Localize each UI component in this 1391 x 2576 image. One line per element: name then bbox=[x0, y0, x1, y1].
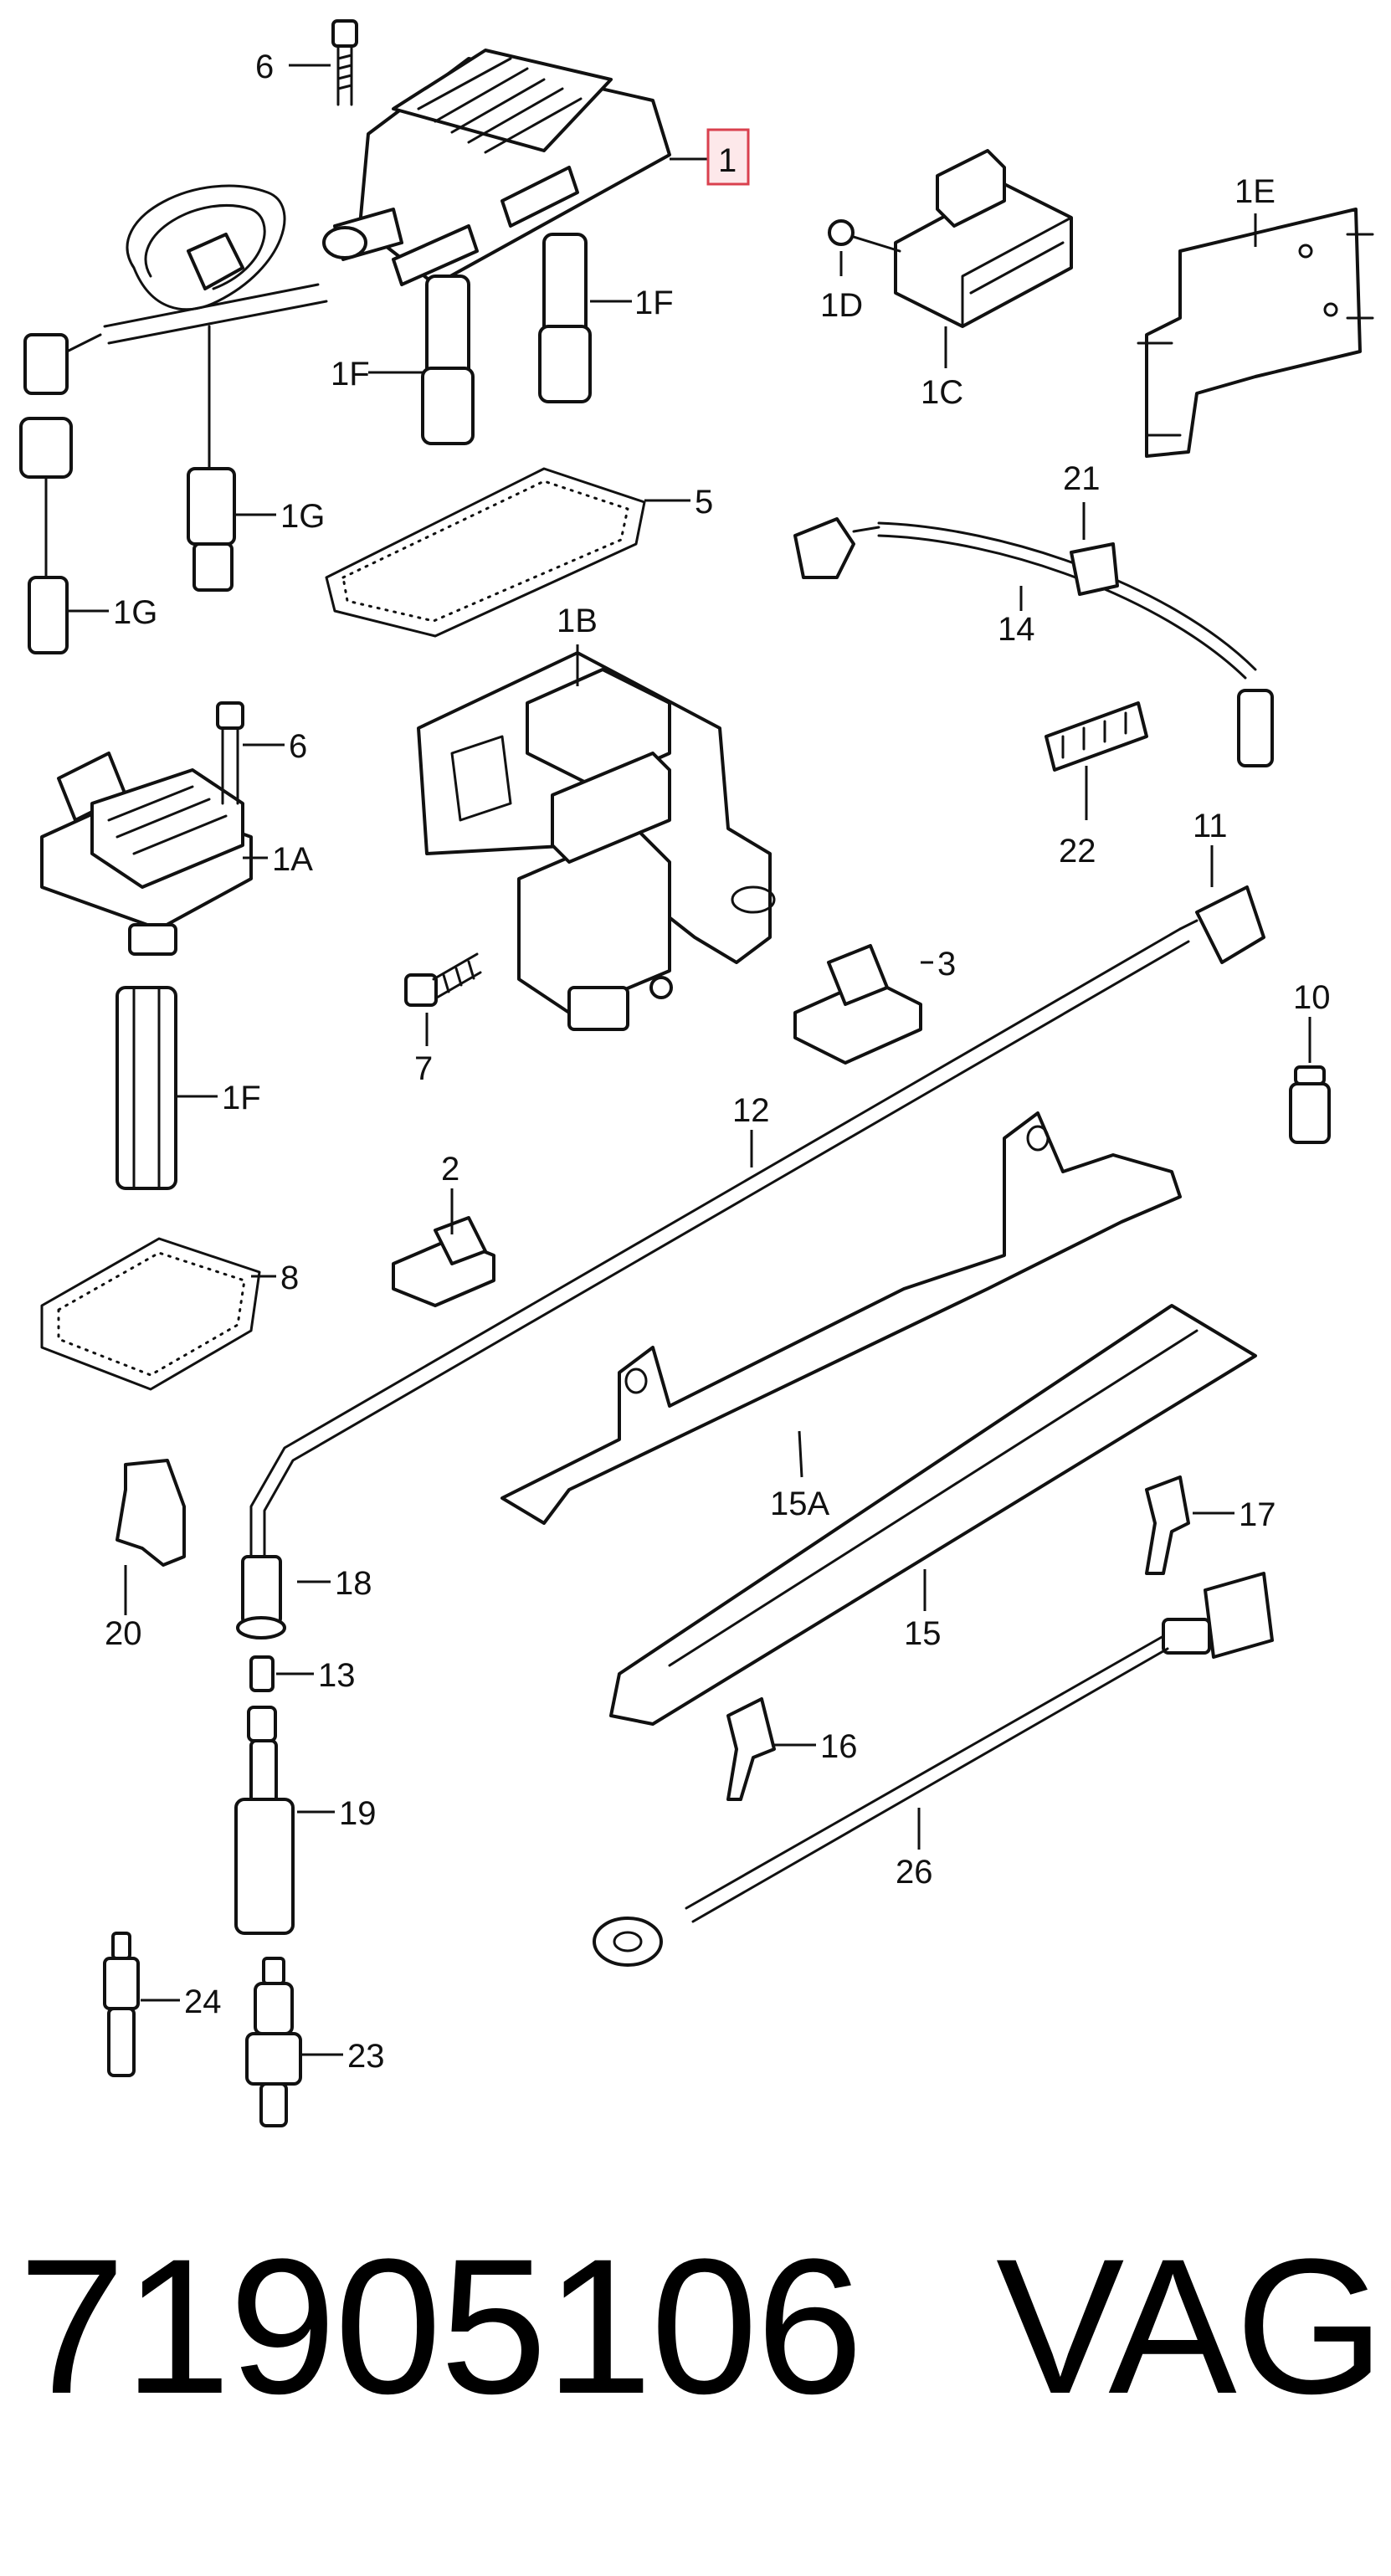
part-1e-bracket bbox=[1137, 208, 1374, 458]
part-3-clip bbox=[793, 944, 922, 1065]
callout-22: 22 bbox=[1059, 833, 1096, 870]
part-15-cover bbox=[609, 1304, 1257, 1726]
footer-caption: 71905106 VAG bbox=[0, 2218, 1391, 2469]
part-23-spark-plug bbox=[245, 1957, 302, 2127]
part-13-ring bbox=[249, 1655, 275, 1692]
callout-14: 14 bbox=[998, 611, 1035, 648]
callout-19: 19 bbox=[339, 1795, 377, 1832]
callout-labels: 6 1 1E 1D 1F 1C 1F 1G 5 21 1G 14 1B 6 22… bbox=[105, 49, 1331, 2075]
brand-name: VAG bbox=[996, 2219, 1385, 2434]
callout-11: 11 bbox=[1193, 808, 1228, 844]
callout-16: 16 bbox=[820, 1728, 858, 1765]
callout-15a: 15A bbox=[770, 1486, 829, 1522]
callout-3: 3 bbox=[937, 946, 956, 983]
part-16-clip bbox=[726, 1697, 776, 1801]
callout-7: 7 bbox=[414, 1050, 433, 1087]
part-26-sensor-cable bbox=[593, 1572, 1274, 1967]
callout-1b: 1B bbox=[557, 603, 598, 639]
part-12-probe-lead bbox=[236, 885, 1265, 1640]
part-22-clip bbox=[1045, 701, 1148, 772]
part-20-clip bbox=[115, 1459, 186, 1567]
part-14-sensor-lead bbox=[793, 517, 1274, 767]
callout-1c: 1C bbox=[921, 374, 963, 411]
part-5-gasket bbox=[325, 467, 646, 638]
part-1b-coil bbox=[417, 651, 776, 1031]
callout-23: 23 bbox=[347, 2038, 385, 2075]
part-24-glow-plug bbox=[103, 1932, 140, 2077]
callout-17: 17 bbox=[1239, 1496, 1276, 1533]
part-1a-coil bbox=[40, 701, 253, 1190]
callout-15: 15 bbox=[904, 1615, 942, 1652]
callout-1f: 1F bbox=[634, 285, 674, 321]
callout-2: 2 bbox=[441, 1151, 459, 1188]
callout-12: 12 bbox=[732, 1092, 770, 1129]
callout-21: 21 bbox=[1063, 460, 1101, 497]
callout-6: 6 bbox=[255, 49, 274, 85]
callout-1: 1 bbox=[718, 142, 737, 179]
callout-20: 20 bbox=[105, 1615, 142, 1652]
part-1-ignition-module bbox=[19, 19, 671, 654]
callout-6: 6 bbox=[289, 728, 307, 765]
part-1c-relay bbox=[828, 149, 1073, 328]
callout-24: 24 bbox=[184, 1983, 222, 2020]
callout-1a: 1A bbox=[272, 841, 313, 878]
callout-1f: 1F bbox=[331, 356, 370, 393]
callout-10: 10 bbox=[1293, 979, 1331, 1016]
part-number: 71905106 bbox=[18, 2219, 863, 2434]
part-2-clip bbox=[392, 1216, 495, 1307]
part-15a-bracket bbox=[500, 1111, 1182, 1525]
part-19-plug-connector bbox=[234, 1706, 295, 1935]
callout-8: 8 bbox=[280, 1260, 299, 1296]
part-7-bolt bbox=[404, 952, 482, 1007]
callout-1-highlight bbox=[706, 128, 750, 186]
part-10-sensor bbox=[1289, 1065, 1331, 1144]
callout-1e: 1E bbox=[1234, 173, 1276, 210]
callout-13: 13 bbox=[318, 1657, 356, 1694]
callout-26: 26 bbox=[896, 1854, 933, 1891]
part-17-clip bbox=[1145, 1475, 1190, 1575]
callout-5: 5 bbox=[695, 484, 713, 521]
part-8-gasket bbox=[40, 1237, 261, 1391]
callout-1f: 1F bbox=[222, 1080, 261, 1116]
callout-1d: 1D bbox=[820, 287, 863, 324]
callout-1g: 1G bbox=[280, 498, 325, 535]
callout-1g: 1G bbox=[113, 594, 157, 631]
leader-lines bbox=[67, 64, 1311, 2056]
callout-18: 18 bbox=[335, 1565, 372, 1602]
